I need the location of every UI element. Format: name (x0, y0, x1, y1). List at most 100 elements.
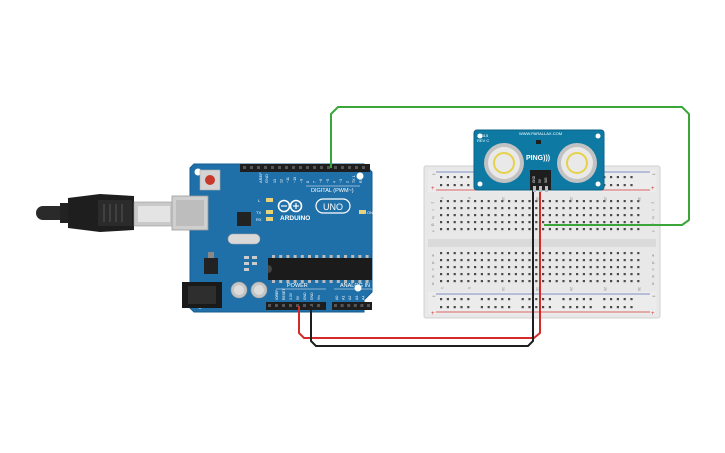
terminal-hole[interactable] (623, 207, 626, 210)
terminal-hole[interactable] (467, 207, 470, 210)
terminal-hole[interactable] (542, 200, 545, 203)
terminal-hole[interactable] (460, 280, 463, 283)
rail-hole[interactable] (582, 306, 585, 309)
terminal-hole[interactable] (487, 207, 490, 210)
header-pin[interactable] (289, 304, 292, 307)
terminal-hole[interactable] (576, 221, 579, 224)
header-pin[interactable] (355, 166, 358, 169)
terminal-hole[interactable] (494, 200, 497, 203)
terminal-hole[interactable] (501, 200, 504, 203)
terminal-hole[interactable] (569, 266, 572, 269)
terminal-hole[interactable] (589, 214, 592, 217)
terminal-hole[interactable] (623, 228, 626, 231)
terminal-hole[interactable] (474, 280, 477, 283)
header-pin[interactable] (257, 166, 260, 169)
terminal-hole[interactable] (569, 252, 572, 255)
header-pin[interactable] (306, 166, 309, 169)
terminal-hole[interactable] (623, 252, 626, 255)
rail-hole[interactable] (623, 176, 626, 179)
terminal-hole[interactable] (508, 200, 511, 203)
terminal-hole[interactable] (487, 228, 490, 231)
rail-hole[interactable] (548, 306, 551, 309)
terminal-hole[interactable] (508, 273, 511, 276)
terminal-hole[interactable] (562, 200, 565, 203)
header-pin[interactable] (299, 166, 302, 169)
terminal-hole[interactable] (501, 259, 504, 262)
header-pin[interactable] (317, 304, 320, 307)
terminal-hole[interactable] (487, 273, 490, 276)
rail-hole[interactable] (460, 306, 463, 309)
terminal-hole[interactable] (453, 266, 456, 269)
terminal-hole[interactable] (521, 207, 524, 210)
terminal-hole[interactable] (569, 214, 572, 217)
rail-hole[interactable] (623, 298, 626, 301)
terminal-hole[interactable] (630, 221, 633, 224)
terminal-hole[interactable] (630, 252, 633, 255)
terminal-hole[interactable] (446, 266, 449, 269)
terminal-hole[interactable] (460, 266, 463, 269)
terminal-hole[interactable] (603, 252, 606, 255)
terminal-hole[interactable] (521, 252, 524, 255)
terminal-hole[interactable] (474, 259, 477, 262)
terminal-hole[interactable] (610, 221, 613, 224)
terminal-hole[interactable] (555, 252, 558, 255)
terminal-hole[interactable] (555, 228, 558, 231)
terminal-hole[interactable] (528, 280, 531, 283)
terminal-hole[interactable] (582, 228, 585, 231)
terminal-hole[interactable] (616, 259, 619, 262)
terminal-hole[interactable] (596, 273, 599, 276)
terminal-hole[interactable] (596, 214, 599, 217)
terminal-hole[interactable] (501, 228, 504, 231)
terminal-hole[interactable] (637, 266, 640, 269)
terminal-hole[interactable] (480, 228, 483, 231)
rail-hole[interactable] (630, 184, 633, 187)
terminal-hole[interactable] (582, 280, 585, 283)
terminal-hole[interactable] (555, 273, 558, 276)
terminal-hole[interactable] (603, 207, 606, 210)
terminal-hole[interactable] (542, 214, 545, 217)
terminal-hole[interactable] (487, 266, 490, 269)
terminal-hole[interactable] (630, 214, 633, 217)
rail-hole[interactable] (528, 298, 531, 301)
terminal-hole[interactable] (514, 207, 517, 210)
terminal-hole[interactable] (603, 228, 606, 231)
terminal-hole[interactable] (548, 280, 551, 283)
terminal-hole[interactable] (596, 200, 599, 203)
terminal-hole[interactable] (630, 259, 633, 262)
terminal-hole[interactable] (603, 266, 606, 269)
terminal-hole[interactable] (460, 221, 463, 224)
rail-hole[interactable] (630, 306, 633, 309)
terminal-hole[interactable] (501, 207, 504, 210)
terminal-hole[interactable] (596, 259, 599, 262)
rail-hole[interactable] (446, 184, 449, 187)
terminal-hole[interactable] (555, 214, 558, 217)
terminal-hole[interactable] (474, 228, 477, 231)
terminal-hole[interactable] (440, 207, 443, 210)
terminal-hole[interactable] (474, 214, 477, 217)
header-pin[interactable] (243, 166, 246, 169)
terminal-hole[interactable] (440, 228, 443, 231)
rail-hole[interactable] (582, 298, 585, 301)
terminal-hole[interactable] (528, 266, 531, 269)
terminal-hole[interactable] (542, 280, 545, 283)
header-pin[interactable] (327, 166, 330, 169)
terminal-hole[interactable] (548, 273, 551, 276)
terminal-hole[interactable] (535, 259, 538, 262)
terminal-hole[interactable] (623, 214, 626, 217)
terminal-hole[interactable] (542, 221, 545, 224)
terminal-hole[interactable] (610, 259, 613, 262)
terminal-hole[interactable] (616, 207, 619, 210)
rail-hole[interactable] (446, 306, 449, 309)
terminal-hole[interactable] (582, 252, 585, 255)
header-pin[interactable] (362, 166, 365, 169)
terminal-hole[interactable] (548, 214, 551, 217)
terminal-hole[interactable] (535, 200, 538, 203)
terminal-hole[interactable] (562, 207, 565, 210)
terminal-hole[interactable] (460, 228, 463, 231)
terminal-hole[interactable] (542, 207, 545, 210)
terminal-hole[interactable] (562, 214, 565, 217)
terminal-hole[interactable] (514, 280, 517, 283)
terminal-hole[interactable] (494, 252, 497, 255)
header-pin[interactable] (320, 166, 323, 169)
